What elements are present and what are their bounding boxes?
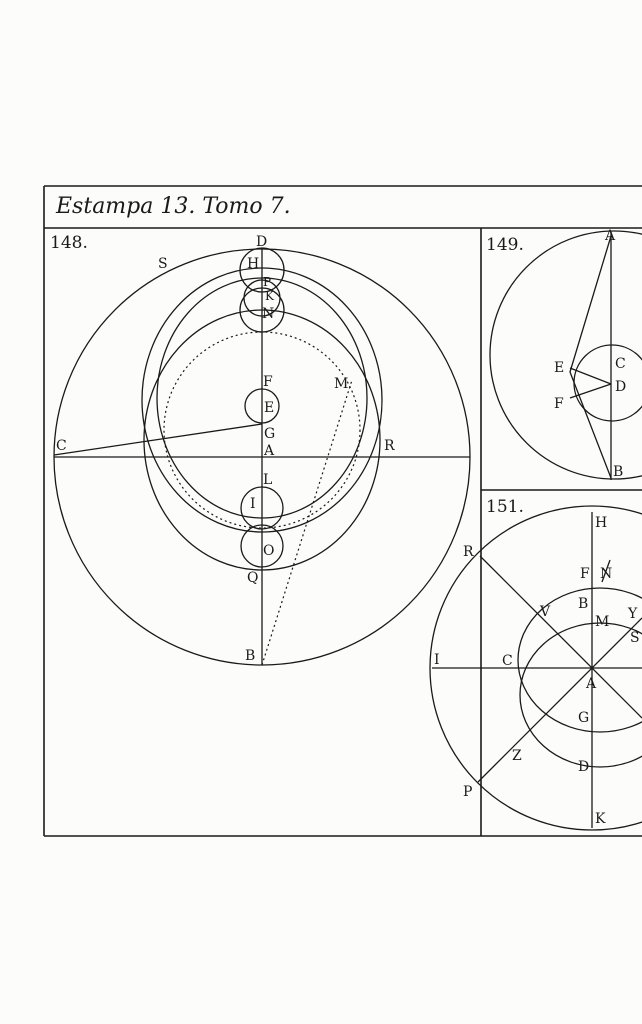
- label: A: [604, 228, 616, 244]
- line-c-e: [53, 423, 263, 456]
- label: Y: [627, 606, 638, 622]
- label: R: [384, 438, 395, 454]
- label: D: [256, 234, 267, 250]
- figure-number: 148.: [50, 233, 88, 253]
- label: P: [263, 275, 271, 289]
- label: O: [263, 543, 274, 559]
- label: D: [615, 379, 626, 395]
- label: C: [502, 653, 513, 669]
- label: H: [247, 256, 259, 272]
- lower-ellipse: [519, 622, 642, 768]
- label: S: [158, 256, 168, 272]
- label: M: [334, 376, 348, 392]
- label: E: [554, 360, 564, 376]
- figure-148: 148. D H P K N S F E M G C A R L I O Q B: [50, 233, 471, 666]
- figure-number: 151.: [486, 497, 524, 517]
- label: C: [615, 356, 626, 372]
- line-e-d: [569, 367, 612, 385]
- label: K: [265, 289, 275, 303]
- diagonal-r: [479, 555, 642, 719]
- label: D: [578, 759, 589, 775]
- label: C: [56, 438, 67, 454]
- label: F: [263, 374, 273, 390]
- label: N: [262, 306, 274, 322]
- label: I: [434, 652, 440, 668]
- label: B: [613, 464, 623, 480]
- label: F: [554, 396, 564, 412]
- figure-151: 151. H R F N B V M Y S I C A G Z D P K: [429, 497, 642, 831]
- label: F: [580, 566, 590, 582]
- label: R: [463, 544, 474, 560]
- label: Q: [247, 570, 258, 586]
- label: H: [595, 515, 607, 531]
- label: N: [600, 566, 612, 582]
- label: G: [578, 710, 589, 726]
- figure-149: 149. A E C D F B: [486, 228, 642, 480]
- plate-frame: [43, 185, 642, 837]
- label: G: [264, 426, 275, 442]
- line-f-d: [569, 383, 612, 399]
- label: E: [264, 400, 274, 416]
- large-circle: [489, 230, 642, 480]
- left-polyline: [569, 235, 612, 479]
- label: L: [263, 472, 272, 488]
- label: Z: [512, 748, 522, 764]
- tick-n: [601, 559, 611, 583]
- diagonal-p: [477, 617, 642, 783]
- inner-ellipse: [517, 587, 642, 733]
- label: S: [630, 630, 640, 646]
- figure-number: 149.: [486, 235, 524, 255]
- label: A: [585, 676, 597, 692]
- label: B: [578, 596, 588, 612]
- plate-title: Estampa 13. Tomo 7.: [55, 194, 291, 219]
- label: V: [539, 604, 551, 620]
- label: B: [245, 648, 255, 664]
- label: P: [463, 784, 472, 800]
- label: I: [250, 496, 256, 512]
- label: M: [595, 614, 609, 630]
- label: A: [263, 443, 275, 459]
- outer-circle: [429, 505, 642, 831]
- label: K: [595, 811, 606, 827]
